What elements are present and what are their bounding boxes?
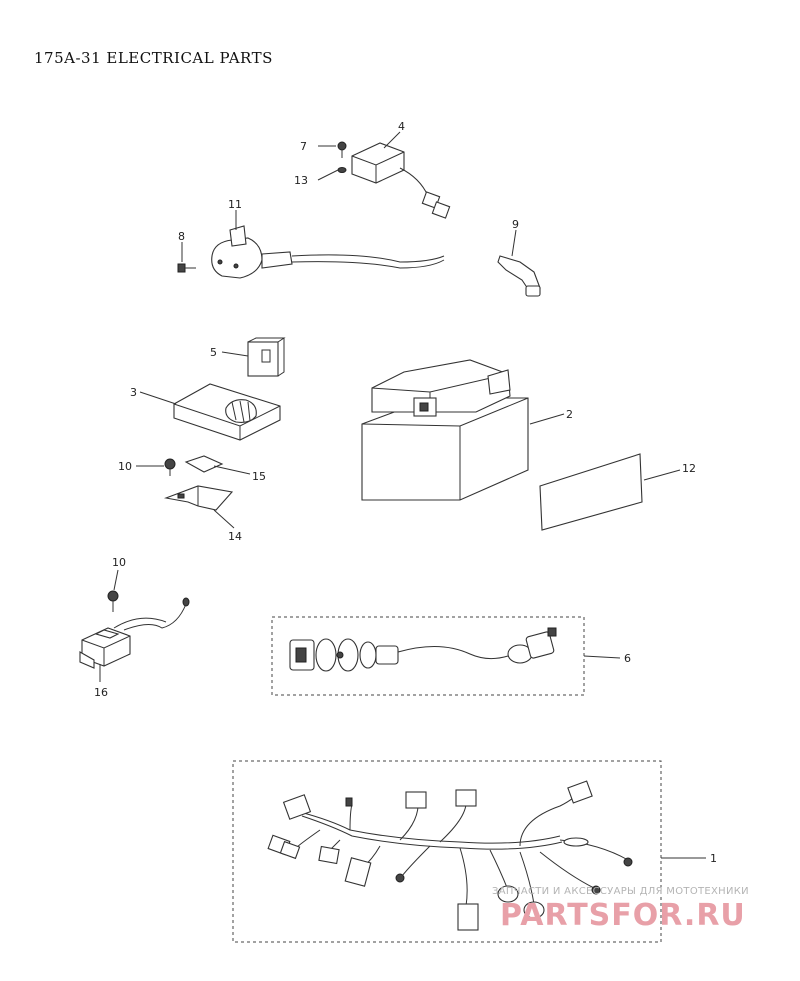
part-11-ignition-coil[interactable] [211, 225, 445, 279]
callout-10-upper: 10 [118, 460, 132, 473]
watermark-logo: PARTSFOR.RU [500, 898, 746, 933]
part-10-bolt-lower[interactable] [107, 590, 119, 612]
part-14-bracket[interactable] [163, 485, 234, 511]
callout-3: 3 [130, 386, 137, 399]
callout-12: 12 [682, 462, 696, 475]
callout-8: 8 [178, 230, 185, 243]
part-9-spark-plug-cap[interactable] [497, 255, 541, 297]
callout-5: 5 [210, 346, 217, 359]
part-5-relay[interactable] [247, 337, 286, 377]
part-15-pad[interactable] [184, 455, 224, 473]
part-3-cdi-unit[interactable] [173, 383, 281, 441]
part-4-regulator[interactable] [351, 142, 451, 219]
part-1-frame [232, 760, 662, 943]
leader-lines [99, 131, 706, 859]
callout-14: 14 [228, 530, 242, 543]
part-12-label[interactable] [539, 453, 643, 531]
part-16-starter-relay[interactable] [79, 597, 190, 669]
callout-13: 13 [294, 174, 308, 187]
part-6-ignition-switch[interactable] [289, 627, 557, 672]
callout-11: 11 [228, 198, 242, 211]
callout-7: 7 [300, 140, 307, 153]
callout-15: 15 [252, 470, 266, 483]
callout-4: 4 [398, 120, 405, 133]
part-2-battery[interactable] [361, 359, 529, 501]
part-13-washer[interactable] [337, 167, 347, 173]
callout-1: 1 [710, 852, 717, 865]
callout-16: 16 [94, 686, 108, 699]
page-title: 175A-31 ELECTRICAL PARTS [34, 49, 273, 67]
callout-10-lower: 10 [112, 556, 126, 569]
watermark-text: ЗАПЧАСТИ И АКСЕССУАРЫ ДЛЯ МОТОТЕХНИКИ [492, 886, 749, 897]
part-10-bolt[interactable] [164, 458, 176, 476]
callout-6: 6 [624, 652, 631, 665]
part-7-bolt[interactable] [337, 141, 347, 158]
callout-9: 9 [512, 218, 519, 231]
callout-2: 2 [566, 408, 573, 421]
part-1-wiring-harness[interactable] [267, 780, 633, 931]
part-8-bolt[interactable] [177, 263, 196, 273]
